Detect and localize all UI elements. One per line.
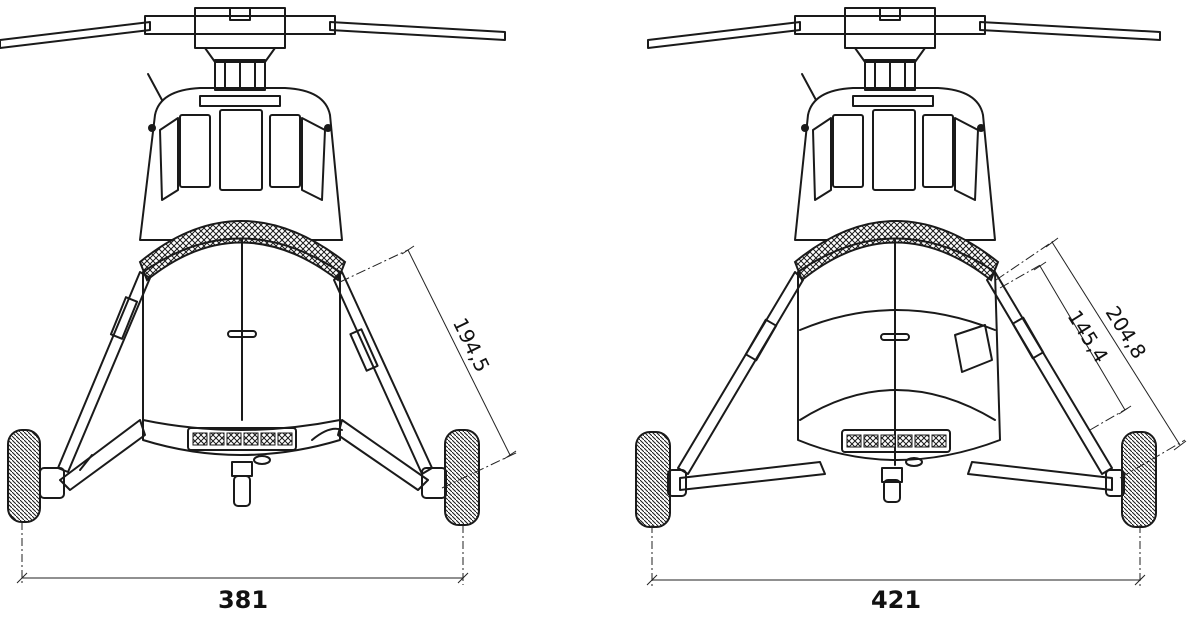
main-wheel-right [1121, 431, 1157, 528]
nose-wheel [883, 479, 901, 503]
strut-dimension-outer [995, 237, 1187, 479]
track-dimension [646, 525, 1146, 587]
rotor-blade-right [979, 21, 1161, 41]
cockpit-window-3 [922, 114, 954, 188]
main-wheel-left [7, 429, 41, 523]
main-wheel-right [444, 429, 480, 526]
nose-fuselage [142, 237, 341, 456]
side-step [954, 324, 993, 373]
cockpit-window-2 [219, 109, 263, 191]
rotor-blade-left [0, 21, 151, 49]
rotor-hub [794, 15, 986, 35]
rotor-blade-right [329, 21, 506, 41]
rotor-head [844, 7, 936, 49]
nose-handle [227, 330, 257, 338]
track-dimension [16, 522, 469, 585]
nose-handle [880, 333, 910, 341]
track-width-label: 421 [871, 586, 921, 614]
track-width-label: 381 [218, 586, 268, 614]
strut-dimension-inner [999, 261, 1132, 431]
helicopter-front-view-right: 204,8 145,4 421 [635, 7, 1187, 614]
rotor-hub [144, 15, 336, 35]
helicopter-front-view-left: 194,5 381 [0, 7, 519, 614]
antenna [147, 73, 163, 101]
landing-gear-right-side [967, 271, 1157, 528]
strut-dimension [339, 245, 519, 489]
landing-gear-left-side [635, 271, 826, 528]
intake-grille [793, 220, 1000, 282]
main-wheel-left [635, 431, 671, 528]
cockpit [794, 87, 996, 241]
rotor-head [194, 7, 286, 49]
rotor-blade-left [647, 21, 801, 49]
cockpit-window-1 [832, 114, 864, 188]
cockpit-window-3 [269, 114, 301, 188]
intake-grille [138, 220, 347, 282]
nose-fuselage [797, 237, 1001, 461]
cockpit-window-1 [179, 114, 211, 188]
cockpit-window-2 [872, 109, 916, 191]
cockpit [139, 87, 343, 241]
landing-gear-left-side [7, 271, 151, 523]
nose-wheel [233, 475, 251, 507]
antenna [801, 73, 817, 101]
lower-vent [187, 427, 297, 451]
lower-vent [841, 429, 951, 453]
landing-gear-right-side [333, 271, 480, 526]
